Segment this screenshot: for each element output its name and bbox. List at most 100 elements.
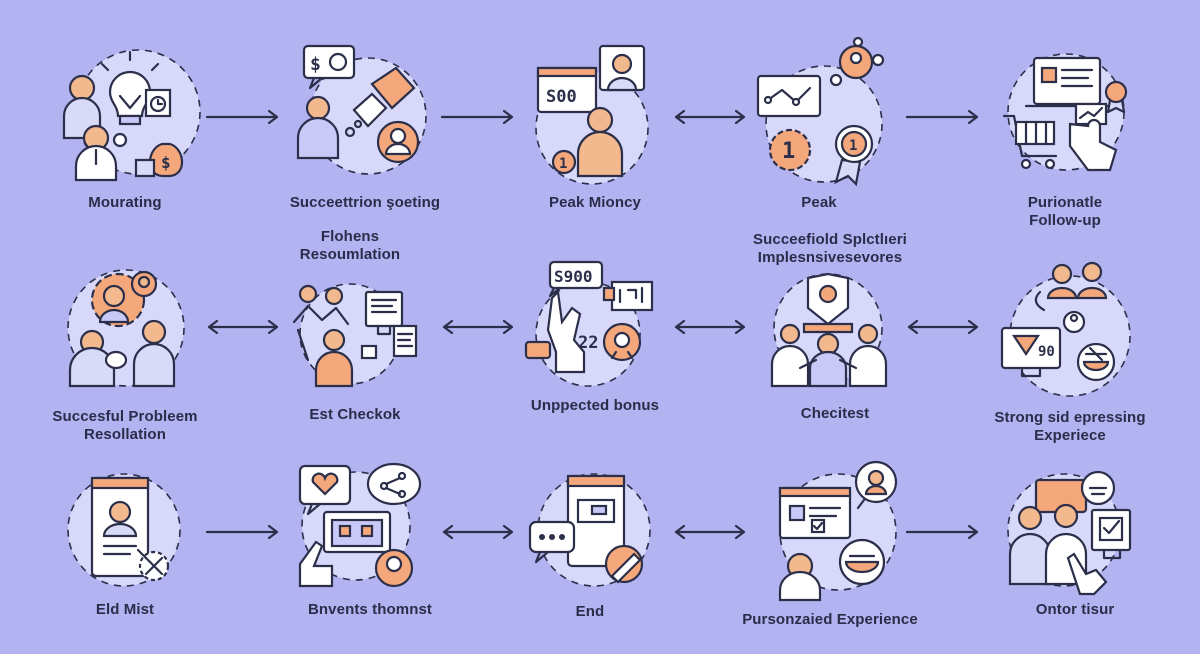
lightbulb-icon <box>100 50 160 126</box>
hands-icon <box>798 332 858 388</box>
gift-icon <box>602 322 642 362</box>
node-label: Checitest <box>800 405 870 422</box>
node-bnvents-illustration <box>296 462 436 592</box>
person-icon <box>132 319 176 388</box>
node-checitest-illustration <box>760 272 900 392</box>
speech-bubble-icon: $ <box>302 44 356 90</box>
svg-text:S00: S00 <box>546 87 577 107</box>
svg-text:90: 90 <box>1038 344 1055 360</box>
people-icon <box>292 284 354 388</box>
arrow-bidirectional <box>440 525 516 539</box>
people-icon <box>1034 261 1108 334</box>
laptop-icon <box>1024 56 1110 108</box>
node-follow-up-illustration <box>1000 40 1140 180</box>
gift-icon <box>838 538 886 586</box>
node-end-illustration <box>528 470 658 594</box>
node-label: Purionatle Follow-up <box>1027 194 1103 229</box>
node-label: Unppected bonus <box>530 397 660 414</box>
document-icon <box>360 324 418 360</box>
arrow-bidirectional <box>672 320 748 334</box>
node-label: Est Checkok <box>309 406 401 423</box>
hand-icon: 22 <box>524 289 598 374</box>
price-tag-icon: S900 <box>548 260 604 298</box>
node-label: Ontor tisur <box>1035 601 1115 618</box>
award-icon: 1 <box>834 124 874 187</box>
people-icon <box>770 323 888 388</box>
svg-text:1: 1 <box>559 156 567 172</box>
laptop-icon <box>322 510 392 554</box>
person-icon <box>778 460 898 602</box>
money-bag-icon: $ <box>112 132 184 178</box>
arrow-right <box>205 110 281 124</box>
gear-icon: 1 <box>768 128 812 172</box>
node-strong-experience-illustration: 90 <box>1000 261 1140 402</box>
arrow-right <box>205 525 281 539</box>
node-unexpected-bonus-illustration: S900 22 <box>524 260 664 390</box>
cursor-icon <box>136 548 170 582</box>
network-icon <box>756 36 885 118</box>
person-icon <box>74 124 118 182</box>
svg-text:$: $ <box>310 54 321 75</box>
node-problem-resolution-illustration <box>62 262 202 392</box>
node-label: Peak <box>801 194 837 211</box>
arrow-bidirectional <box>672 525 748 539</box>
node-peak-mioncy-illustration: S00 1 <box>530 40 660 185</box>
node-label: Pursonzaied Experience <box>742 611 918 628</box>
gear-icon <box>90 270 158 328</box>
monitor-icon <box>602 280 654 312</box>
node-mourating-illustration: $ <box>50 40 210 190</box>
feather-icon <box>604 544 644 584</box>
node-label: Strong sid epressing Experiece <box>994 409 1146 444</box>
svg-text:1: 1 <box>849 138 857 154</box>
person-icon <box>802 272 854 334</box>
person-icon <box>576 106 624 178</box>
handshake-icon <box>344 66 416 138</box>
monitor-icon: 90 <box>1000 326 1062 378</box>
node-ontor-tisur-illustration <box>1006 466 1146 596</box>
monitor-icon <box>778 486 852 540</box>
node-est-checkok-illustration <box>290 282 430 392</box>
svg-text:$: $ <box>161 153 171 172</box>
svg-text:S900: S900 <box>554 267 593 286</box>
share-icon <box>366 462 422 506</box>
certificate-icon <box>1104 80 1128 114</box>
node-label: Bnvents thomnst <box>307 601 432 618</box>
phone-icon <box>566 474 626 568</box>
node-label: Succeettrion şoeting <box>289 194 441 211</box>
arrow-right <box>905 525 981 539</box>
node-peak-illustration: 1 1 <box>754 36 894 190</box>
node-label: Eld Mist <box>95 601 155 618</box>
chat-icon <box>528 520 576 564</box>
phone-icon <box>90 476 150 578</box>
arrow-bidirectional <box>905 320 981 334</box>
node-label: Mourating <box>88 194 162 211</box>
svg-text:22: 22 <box>578 333 598 353</box>
clock-icon <box>144 88 172 118</box>
hand-icon <box>298 540 414 588</box>
medal-icon: 1 <box>551 149 577 175</box>
price-board-icon: S00 <box>536 66 598 114</box>
node-label: End <box>575 603 605 620</box>
arrow-bidirectional <box>440 320 516 334</box>
node-eld-mist-illustration <box>62 470 192 590</box>
hand-pointer-icon <box>1066 552 1108 596</box>
node-label: Peak Mioncy <box>549 194 641 211</box>
gift-icon <box>1076 342 1116 382</box>
node-succeettrion-illustration: $ <box>290 40 440 180</box>
floating-label: Flohens Resoumlation <box>299 228 401 263</box>
floating-label: Succeefiold Splctlıeri Implesnsivesevore… <box>753 231 907 266</box>
shopping-cart-icon <box>1002 114 1058 170</box>
avatar-icon <box>376 120 420 164</box>
svg-text:1: 1 <box>782 139 795 164</box>
person-icon <box>598 44 646 92</box>
person-icon <box>296 95 340 160</box>
arrow-bidirectional <box>672 110 748 124</box>
checklist-icon <box>1090 508 1132 560</box>
arrow-right <box>905 110 981 124</box>
node-label: Succesful Probleem Resollation <box>52 408 198 443</box>
heart-bubble-icon <box>298 464 352 516</box>
arrow-right <box>440 110 516 124</box>
arrow-bidirectional <box>205 320 281 334</box>
monitor-icon <box>364 290 404 336</box>
